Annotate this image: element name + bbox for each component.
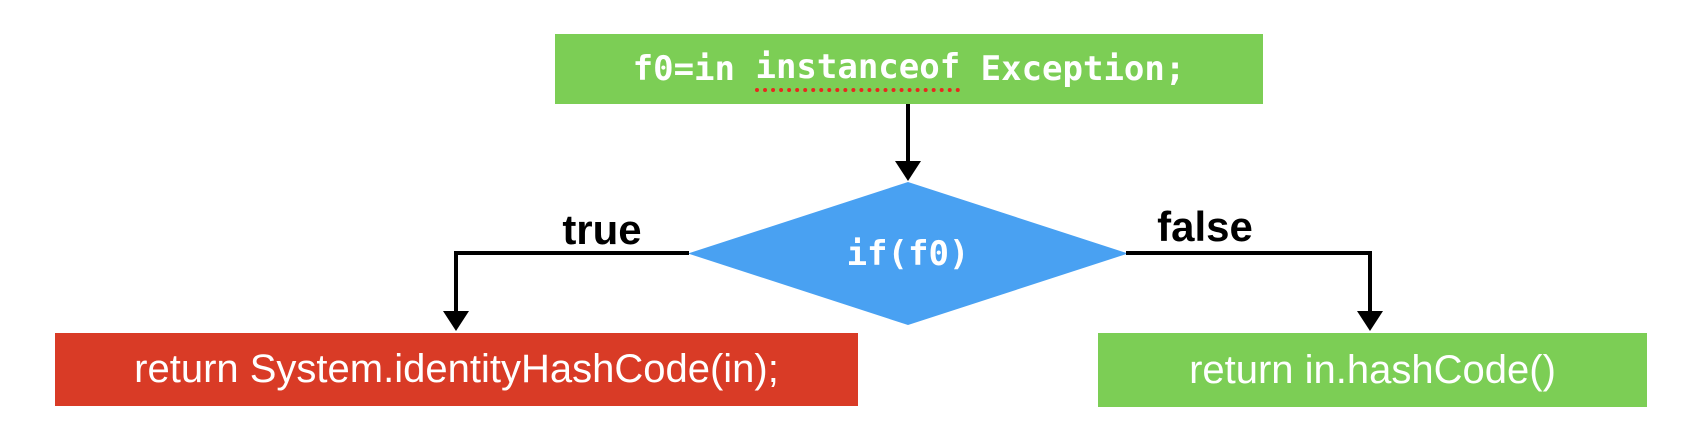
assignment-code-after: Exception;	[960, 49, 1186, 89]
true-branch-vline	[454, 251, 458, 313]
decision-label: if(f0)	[846, 233, 970, 274]
false-branch-label: false	[1157, 203, 1253, 250]
true-branch-label: true	[562, 206, 642, 253]
true-branch-hline	[456, 251, 689, 255]
true-result-node: return System.identityHashCode(in);	[55, 333, 858, 406]
arrowhead-down-icon	[443, 311, 469, 331]
arrowhead-down-icon	[895, 161, 921, 181]
arrowhead-down-icon	[1357, 311, 1383, 331]
decision-node: if(f0)	[688, 182, 1128, 325]
assignment-code-instanceof: instanceof	[755, 47, 961, 92]
false-branch-vline	[1368, 251, 1372, 313]
connector-top-line	[906, 104, 910, 164]
assignment-node: f0=in instanceof Exception;	[555, 34, 1263, 104]
assignment-code-before: f0=in	[632, 49, 756, 89]
false-result-node: return in.hashCode()	[1098, 333, 1647, 407]
false-branch-hline	[1126, 251, 1370, 255]
true-result-code: return System.identityHashCode(in);	[134, 347, 779, 391]
false-result-code: return in.hashCode()	[1189, 347, 1556, 392]
